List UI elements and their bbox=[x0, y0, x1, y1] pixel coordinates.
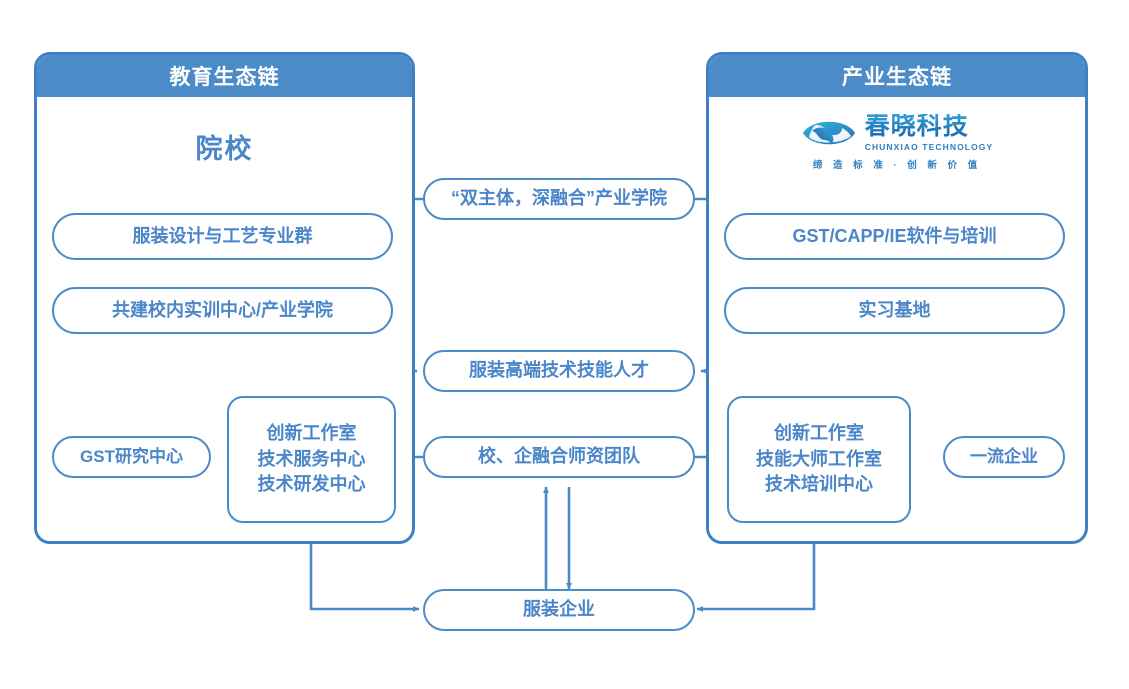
node-innovation-studio-right[interactable]: 创新工作室 技能大师工作室 技术培训中心 bbox=[727, 396, 911, 523]
node-high-end-talent-label: 服装高端技术技能人才 bbox=[469, 360, 649, 381]
industry-panel-header: 产业生态链 bbox=[709, 55, 1085, 97]
logo-name-en: CHUNXIAO TECHNOLOGY bbox=[864, 142, 994, 152]
node-innovation-studio-left[interactable]: 创新工作室 技术服务中心 技术研发中心 bbox=[227, 396, 396, 523]
node-gst-research-center-label: GST研究中心 bbox=[80, 446, 183, 466]
node-major-group-label: 服装设计与工艺专业群 bbox=[132, 225, 313, 246]
node-internship-base[interactable]: 实习基地 bbox=[724, 287, 1065, 334]
node-innovation-studio-right-line3: 技术培训中心 bbox=[765, 474, 873, 495]
wire-right-panel-to-company bbox=[696, 521, 816, 612]
node-faculty-team-label: 校、企融合师资团队 bbox=[478, 446, 640, 467]
node-gst-research-center[interactable]: GST研究中心 bbox=[52, 436, 211, 478]
node-major-group[interactable]: 服装设计与工艺专业群 bbox=[52, 213, 393, 260]
industry-panel-title: 产业生态链 bbox=[842, 66, 952, 89]
node-innovation-studio-left-line1: 创新工作室 bbox=[266, 423, 357, 444]
node-top-enterprise[interactable]: 一流企业 bbox=[943, 436, 1065, 478]
logo-name-cn: 春晓科技 bbox=[864, 112, 969, 140]
node-internship-base-label: 实习基地 bbox=[858, 299, 931, 320]
wire-left-panel-to-company bbox=[309, 521, 420, 612]
node-school-training-center-label: 共建校内实训中心/产业学院 bbox=[112, 299, 333, 320]
node-gst-capp-ie-software-label: GST/CAPP/IE软件与培训 bbox=[792, 225, 997, 246]
node-innovation-studio-left-line2: 技术服务中心 bbox=[257, 448, 366, 469]
node-innovation-studio-left-line3: 技术研发中心 bbox=[257, 474, 366, 495]
logo-slogan: 缔 造 标 准 · 创 新 价 值 bbox=[812, 160, 982, 171]
node-industry-college[interactable]: “双主体，深融合”产业学院 bbox=[423, 178, 695, 220]
node-faculty-team[interactable]: 校、企融合师资团队 bbox=[423, 436, 695, 478]
node-high-end-talent[interactable]: 服装高端技术技能人才 bbox=[423, 350, 695, 392]
chunxiao-logo: 春晓科技 CHUNXIAO TECHNOLOGY 缔 造 标 准 · 创 新 价… bbox=[706, 114, 1088, 171]
node-top-enterprise-label: 一流企业 bbox=[970, 446, 1038, 466]
node-industry-college-label: “双主体，深融合”产业学院 bbox=[451, 188, 667, 209]
node-innovation-studio-right-line2: 技能大师工作室 bbox=[756, 448, 882, 469]
node-apparel-company-label: 服装企业 bbox=[523, 599, 595, 620]
institution-section-title: 院校 bbox=[195, 134, 254, 164]
education-panel-header: 教育生态链 bbox=[37, 55, 412, 97]
node-school-training-center[interactable]: 共建校内实训中心/产业学院 bbox=[52, 287, 393, 334]
node-innovation-studio-right-line1: 创新工作室 bbox=[774, 423, 864, 444]
node-gst-capp-ie-software[interactable]: GST/CAPP/IE软件与培训 bbox=[724, 213, 1065, 260]
education-panel-title: 教育生态链 bbox=[169, 66, 280, 89]
node-apparel-company[interactable]: 服装企业 bbox=[423, 589, 695, 631]
chunxiao-eye-logo-icon bbox=[802, 121, 855, 145]
